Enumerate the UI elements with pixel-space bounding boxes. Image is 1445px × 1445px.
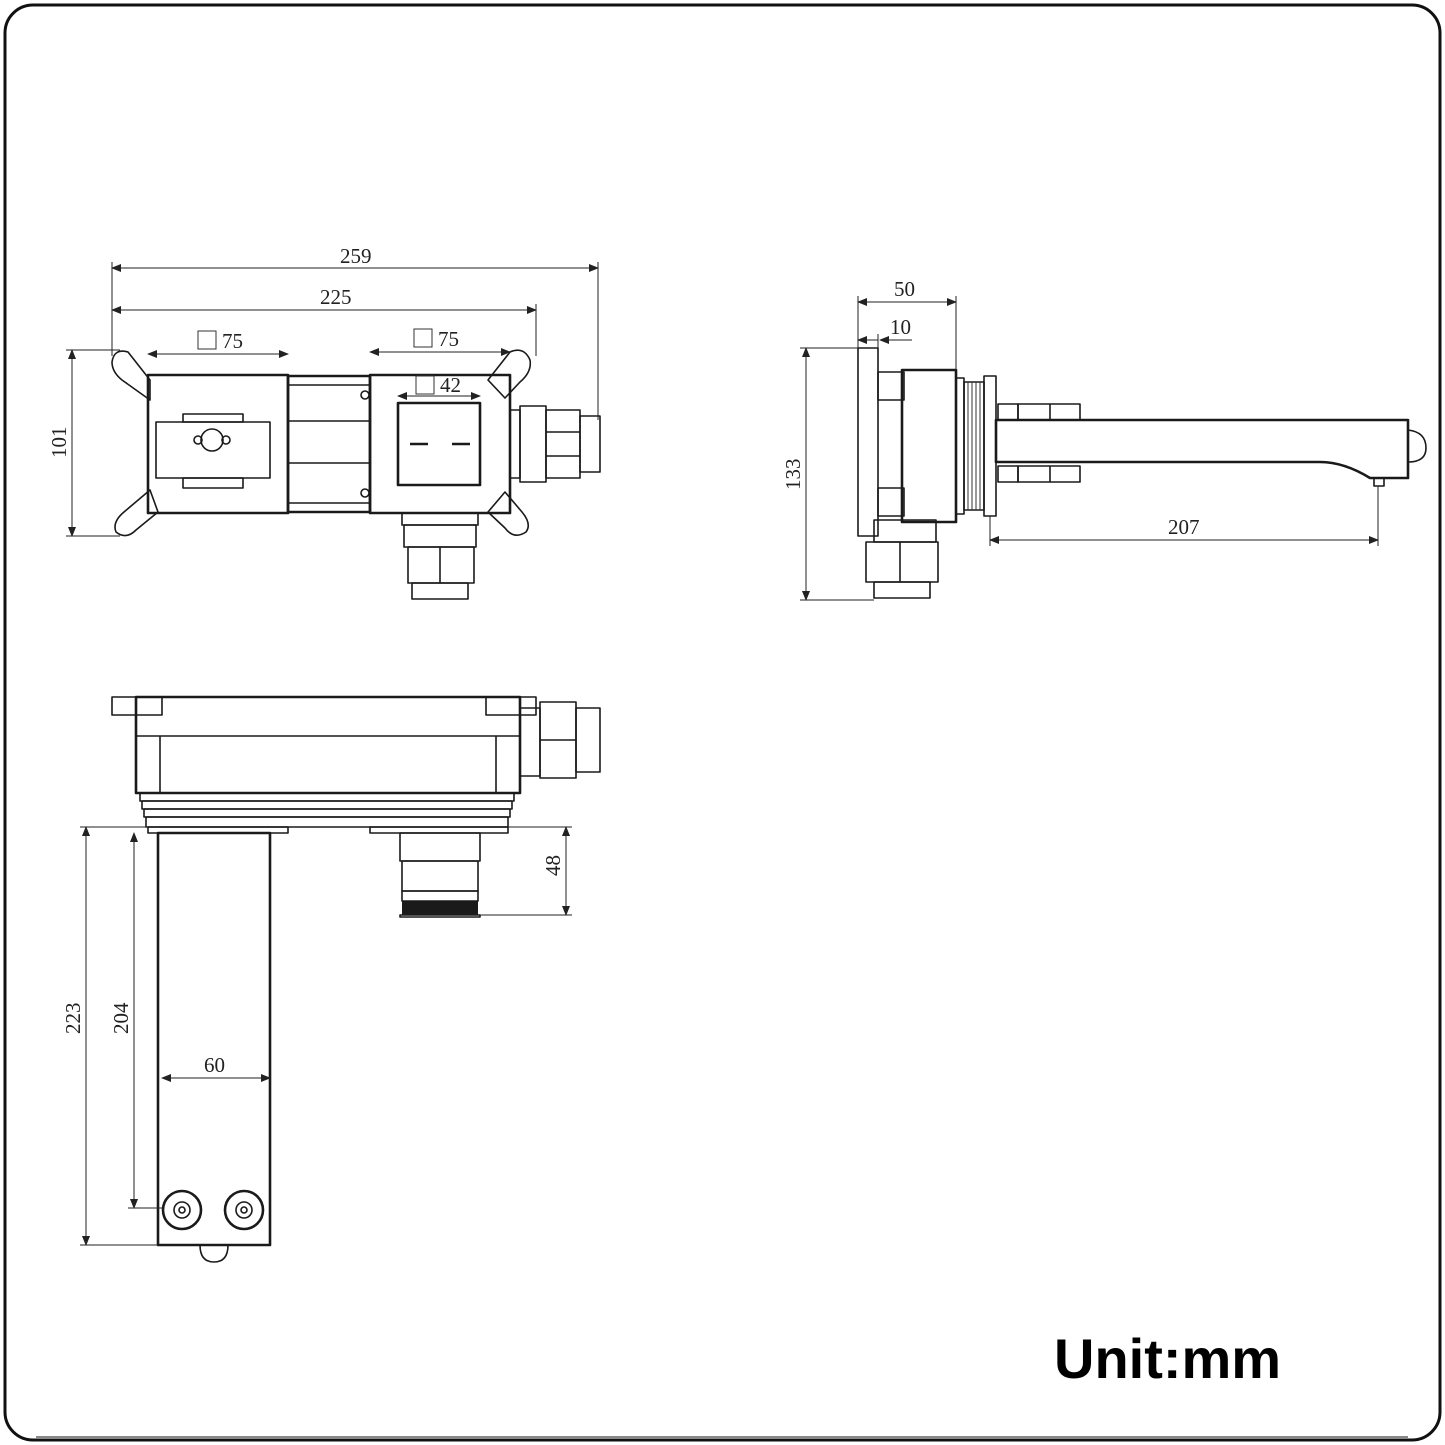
front-view (111, 349, 601, 600)
drawing-frame (3, 3, 1442, 1442)
dim-101: 101 (47, 427, 71, 459)
side-dimensions (800, 296, 1379, 601)
dim-223: 223 (61, 1003, 85, 1035)
front-dimensions (66, 262, 599, 537)
dim-10: 10 (890, 315, 911, 339)
dim-259: 259 (340, 244, 372, 268)
plan-dimensions (80, 826, 572, 1246)
dim-207: 207 (1168, 515, 1200, 539)
side-view (857, 347, 1427, 599)
dim-204: 204 (109, 1002, 133, 1034)
dim-square-left: 75 (222, 329, 243, 353)
dim-48: 48 (541, 855, 565, 876)
dim-square-right: 75 (438, 327, 459, 351)
dim-225: 225 (320, 285, 352, 309)
dim-60: 60 (204, 1053, 225, 1077)
dim-133: 133 (781, 459, 805, 491)
plan-view (111, 695, 601, 1263)
dim-square-inner: 42 (440, 373, 461, 397)
unit-label: Unit:mm (1054, 1327, 1281, 1390)
dim-50: 50 (894, 277, 915, 301)
